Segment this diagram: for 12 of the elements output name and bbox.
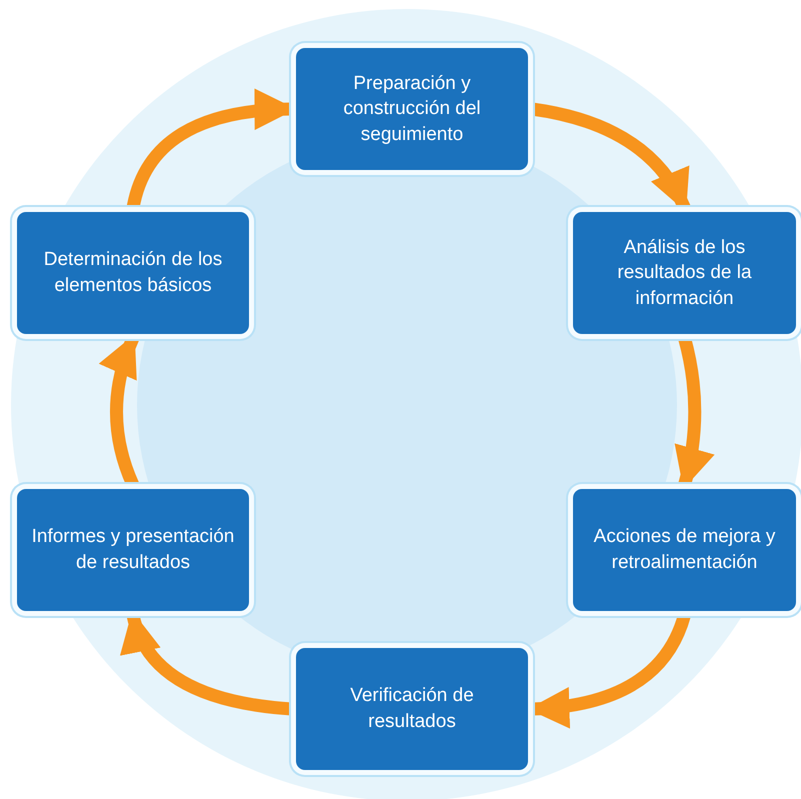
box-label: Determinación de los elementos básicos: [42, 248, 224, 298]
box-label: Acciones de mejora y retroalimentación: [592, 525, 776, 575]
box-label: Informes y presentación de resultados: [30, 525, 236, 575]
process-box: [17, 489, 249, 611]
box-label: Verificación de resultados: [349, 684, 475, 734]
box-label: Análisis de los resultados de la información: [616, 236, 753, 311]
process-box: [573, 212, 796, 334]
box-label: Preparación y construcción del seguimiento: [342, 72, 482, 147]
process-box: [17, 212, 249, 334]
process-box: [573, 489, 796, 611]
process-box: [296, 48, 528, 170]
process-box: [296, 648, 528, 770]
